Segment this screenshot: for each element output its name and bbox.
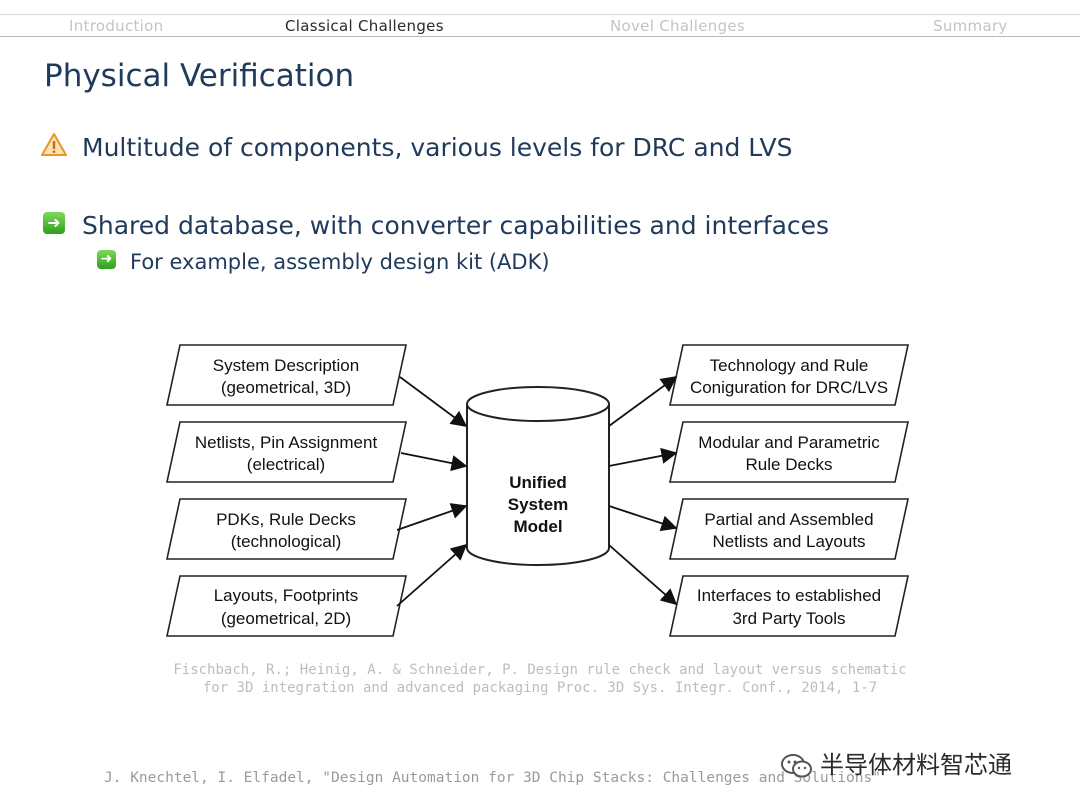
arrow-input-3 — [396, 503, 468, 531]
watermark-text: 半导体材料智芯通 — [820, 751, 1012, 779]
output-1-line-2: Coniguration for DRC/LVS — [690, 378, 888, 397]
input-4-line-1: Layouts, Footprints — [214, 586, 359, 605]
input-3-line-2: (technological) — [231, 532, 342, 551]
arrow-output-3 — [608, 505, 678, 532]
green-arrow-icon: ➜ — [43, 212, 65, 234]
arrow-output-2 — [608, 447, 678, 467]
green-arrow-icon: ➜ — [97, 250, 116, 269]
nav-item-novel-challenges[interactable]: Novel Challenges — [610, 17, 746, 35]
database-cylinder — [466, 386, 610, 566]
arrow-input-1 — [399, 376, 468, 427]
warning-icon — [41, 133, 67, 156]
output-2-line-2: Rule Decks — [746, 455, 833, 474]
nav-item-classical-challenges[interactable]: Classical Challenges — [285, 17, 444, 35]
top-navigation: Introduction Classical Challenges Novel … — [0, 0, 1080, 37]
output-3-line-2: Netlists and Layouts — [712, 532, 865, 551]
input-box-system-description — [166, 344, 407, 406]
arrow-input-4 — [396, 543, 468, 607]
arrow-input-2 — [400, 452, 468, 472]
citation-line-2: for 3D integration and advanced packagin… — [202, 680, 878, 696]
arrow-output-1 — [608, 376, 678, 427]
input-3-line-1: PDKs, Rule Decks — [216, 510, 356, 529]
input-box-layouts — [166, 575, 407, 637]
arrow-output-4 — [608, 544, 678, 606]
output-box-partial — [669, 498, 909, 560]
output-3-line-1: Partial and Assembled — [704, 510, 873, 529]
input-1-line-1: System Description — [213, 356, 359, 375]
input-2-line-1: Netlists, Pin Assignment — [195, 433, 378, 452]
output-4-line-2: 3rd Party Tools — [732, 609, 845, 628]
citation-line-1: Fischbach, R.; Heinig, A. & Schneider, P… — [173, 662, 907, 678]
footer-text: J. Knechtel, I. Elfadel, "Design Automat… — [104, 770, 881, 786]
bullet-text-1: Multitude of components, various levels … — [82, 133, 793, 162]
nav-item-introduction[interactable]: Introduction — [69, 17, 164, 35]
input-box-netlists — [166, 421, 407, 483]
subbullet-text: For example, assembly design kit (ADK) — [130, 250, 550, 274]
output-2-line-1: Modular and Parametric — [698, 433, 880, 452]
wechat-icon — [781, 754, 812, 778]
slide-title: Physical Verification — [44, 58, 355, 94]
output-box-interfaces — [669, 575, 909, 637]
center-label-line-1: Unified — [509, 473, 567, 492]
output-1-line-1: Technology and Rule — [710, 356, 869, 375]
input-box-pdks — [166, 498, 407, 560]
input-4-line-2: (geometrical, 2D) — [221, 609, 351, 628]
center-label-line-2: System — [508, 495, 568, 514]
bullet-text-2: Shared database, with converter capabili… — [82, 211, 830, 240]
watermark: 半导体材料智芯通 — [780, 745, 1012, 780]
nav-item-summary[interactable]: Summary — [933, 17, 1008, 35]
input-1-line-2: (geometrical, 3D) — [221, 378, 351, 397]
input-2-line-2: (electrical) — [247, 455, 325, 474]
output-4-line-1: Interfaces to established — [697, 586, 881, 605]
center-label-line-3: Model — [513, 517, 562, 536]
